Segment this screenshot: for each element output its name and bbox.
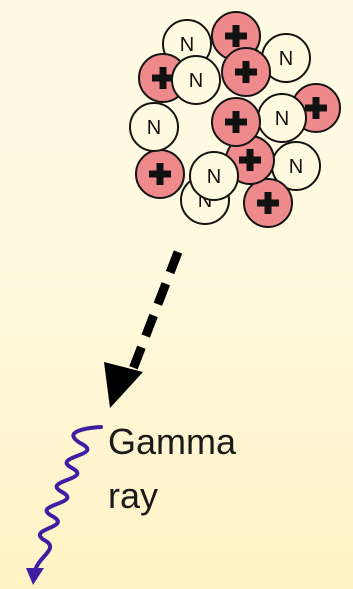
neutron-symbol: N [207,166,221,188]
proton [221,47,271,97]
gamma-ray-label-line1: Gamma [108,421,237,462]
proton-plus-symbol [225,111,247,133]
gamma-ray-arrowhead [26,568,44,585]
proton-plus-symbol [225,25,247,47]
neutron: N [171,55,221,105]
emission-arrowhead [104,362,143,408]
neutron-symbol: N [189,70,203,92]
neutron-symbol: N [275,108,289,130]
neutron: N [261,33,311,83]
proton-plus-symbol [239,149,261,171]
neutron-symbol: N [147,117,161,139]
neutron: N [129,102,179,152]
emission-arrow-shaft [123,250,183,384]
proton-plus-symbol [152,67,174,89]
neutron-symbol: N [279,48,293,70]
proton-plus-symbol [235,61,257,83]
neutron: N [189,151,239,201]
proton-plus-symbol [149,163,171,185]
proton [243,178,293,228]
neutron-symbol: N [180,34,194,56]
proton [211,97,261,147]
neutron: N [257,93,307,143]
gamma-ray-label-line2: ray [108,475,159,516]
proton-plus-symbol [305,97,327,119]
neutron-symbol: N [289,156,303,178]
proton [135,149,185,199]
proton-plus-symbol [257,192,279,214]
gamma-ray-wave [34,425,103,570]
